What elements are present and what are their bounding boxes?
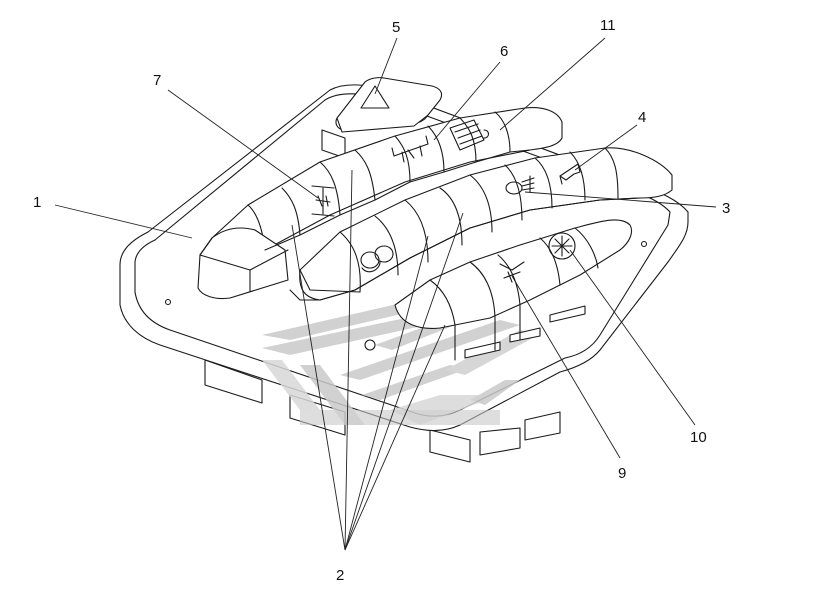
- switch-row-back: [197, 107, 563, 300]
- horn-icon: [559, 163, 581, 185]
- callout-1: 1: [33, 194, 41, 211]
- callout-labels: 1 2 3 4 5 6 7 9 10 11: [33, 17, 730, 584]
- hazard-warning-triangle-icon: [360, 85, 390, 109]
- axle-lock-icon: [548, 232, 576, 260]
- watermark-logo: [262, 300, 540, 425]
- callout-6: 6: [500, 43, 508, 60]
- light-switch-icon: [360, 245, 394, 273]
- callout-11: 11: [600, 17, 616, 34]
- switch-row-middle: [289, 147, 673, 301]
- callout-5: 5: [392, 19, 400, 36]
- differential-lock-icon: [311, 185, 335, 217]
- differential-lock-icon: [391, 135, 429, 163]
- callout-9: 9: [618, 465, 626, 482]
- rear-window-heater-icon: [449, 119, 490, 151]
- callout-4: 4: [638, 109, 646, 126]
- callout-7: 7: [153, 72, 161, 89]
- callout-2: 2: [336, 567, 344, 584]
- fog-light-icon: [505, 175, 535, 195]
- callout-3: 3: [722, 200, 730, 217]
- leader-lines: [54, 37, 717, 551]
- differential-lock-icon: [499, 261, 525, 283]
- callout-10: 10: [690, 429, 707, 446]
- hazard-button[interactable]: [321, 77, 443, 159]
